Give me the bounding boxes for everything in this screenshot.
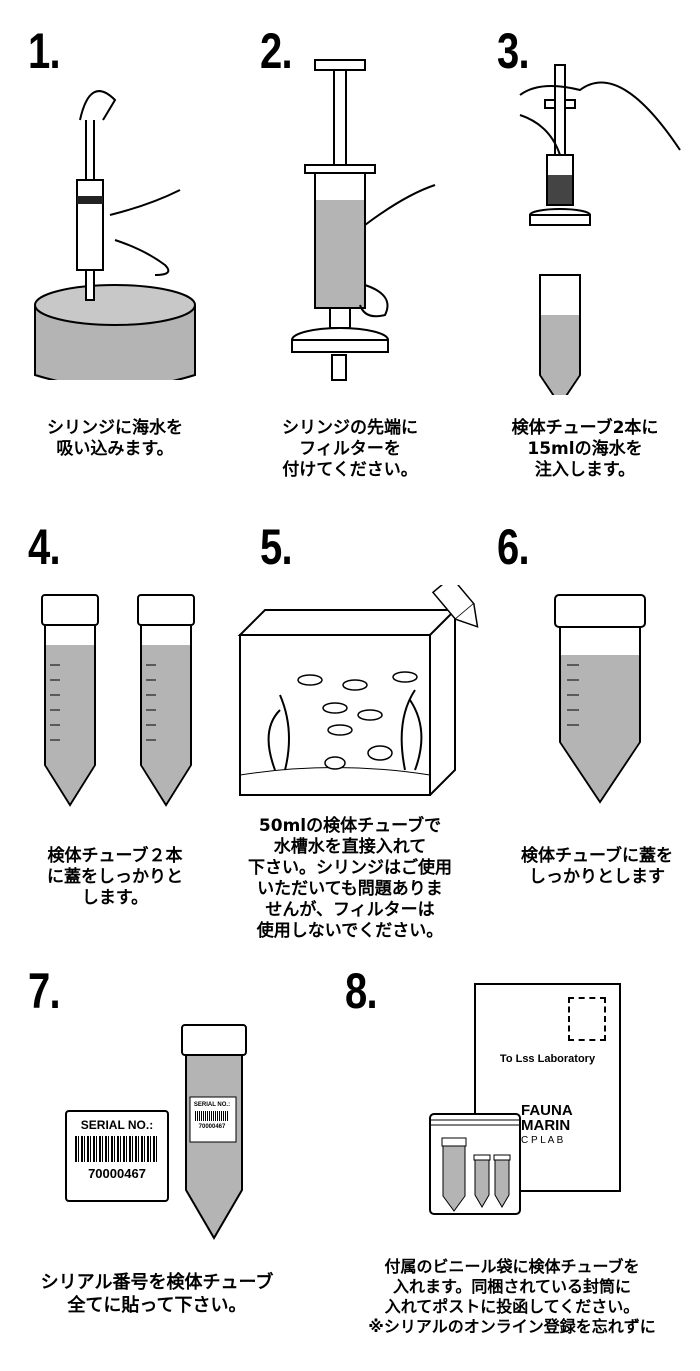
barcode (75, 1136, 159, 1162)
step-number-3: 3. (497, 23, 530, 79)
caption-line: 全てに貼って下さい。 (67, 1295, 247, 1316)
logo-text: FAUNA (521, 1102, 573, 1119)
caption-line: 付属のビニール袋に検体チューブを (384, 1257, 640, 1276)
capped-tube-illustration (554, 594, 646, 804)
caption-line: 50mlの検体チューブで (258, 816, 442, 836)
caption-line: 入れてポストに投函してください。 (384, 1297, 640, 1316)
two-capped-tubes-illustration (41, 594, 195, 807)
caption-line: 注入します。 (534, 460, 636, 480)
caption-line: シリンジの先端に (282, 418, 418, 438)
step-number-5: 5. (260, 519, 293, 575)
logo-text: C P L A B (521, 1135, 564, 1146)
step-7-caption: シリアル番号を検体チューブ 全てに貼って下さい。 (41, 1271, 274, 1317)
caption-line: シリアル番号を検体チューブ (40, 1272, 274, 1293)
step-1-caption: シリンジに海水を 吸い込みます。 (47, 418, 183, 460)
caption-line: 使用しないでください。 (256, 921, 444, 941)
tube-label-number: 70000467 (198, 1124, 226, 1130)
caption-line: 検体チューブ２本 (47, 846, 183, 866)
step-number-1: 1. (28, 23, 61, 79)
syringe-filter-illustration (291, 59, 436, 381)
caption-line: 検体チューブに蓋を (521, 846, 673, 866)
caption-line: しっかりとします (528, 867, 665, 887)
step-number-4: 4. (28, 519, 61, 575)
caption-line: します。 (81, 888, 149, 908)
caption-line: 吸い込みます。 (56, 439, 174, 459)
caption-line: シリンジに海水を (47, 418, 183, 438)
step-8-caption: 付属のビニール袋に検体チューブを 入れます。同梱されている封筒に 入れてポストに… (368, 1257, 655, 1337)
tube-label-title: SERIAL NO.: (193, 1102, 231, 1108)
labeled-tube-illustration (181, 1024, 247, 1240)
sample-bag-illustration (429, 1113, 521, 1215)
caption-line: に蓋をしっかりと (47, 867, 183, 887)
caption-line: いただいても問題ありま (257, 879, 443, 899)
serial-label-sticker: SERIAL NO.: 70000467 (65, 1110, 169, 1202)
syringe-draw-illustration (34, 90, 196, 380)
step-number-7: 7. (28, 963, 61, 1019)
step-2-caption: シリンジの先端に フィルターを 付けてください。 (282, 418, 418, 481)
serial-label-title: SERIAL NO.: (80, 1118, 154, 1132)
step-6-caption: 検体チューブに蓋を しっかりとします (521, 846, 673, 888)
logo-text: MARIN (521, 1117, 571, 1134)
caption-line: 検体チューブ2本に (511, 418, 659, 438)
step-number-2: 2. (260, 23, 293, 79)
stamp-icon (568, 997, 606, 1041)
syringe-fill-tube-illustration (519, 64, 681, 395)
step-5-caption: 50mlの検体チューブで 水槽水を直接入れて 下さい。シリンジはご使用 いただい… (248, 816, 452, 942)
caption-line: 水槽水を直接入れて (273, 837, 427, 857)
caption-line: せんが、フィルターは (265, 900, 435, 920)
caption-line: 15mlの海水を (527, 439, 643, 459)
step-3-caption: 検体チューブ2本に 15mlの海水を 注入します。 (512, 418, 659, 481)
tube-serial-label: SERIAL NO.: 70000467 (192, 1101, 232, 1131)
caption-line: フィルターを (299, 439, 401, 459)
caption-line: 付けてください。 (282, 460, 418, 480)
serial-label-number: 70000467 (88, 1166, 146, 1181)
aquarium-illustration (237, 585, 479, 796)
fauna-marin-logo: FAUNA MARIN C P L A B (521, 1103, 573, 1148)
step-4-caption: 検体チューブ２本 に蓋をしっかりと します。 (47, 846, 183, 909)
caption-line: ※シリアルのオンライン登録を忘れずに (368, 1317, 656, 1336)
barcode (195, 1111, 229, 1121)
caption-line: 下さい。シリンジはご使用 (248, 858, 452, 878)
envelope-address: To Lss Laboratory (499, 1053, 596, 1065)
caption-line: 入れます。同梱されている封筒に (393, 1277, 631, 1296)
step-number-6: 6. (497, 519, 530, 575)
step-number-8: 8. (345, 963, 378, 1019)
